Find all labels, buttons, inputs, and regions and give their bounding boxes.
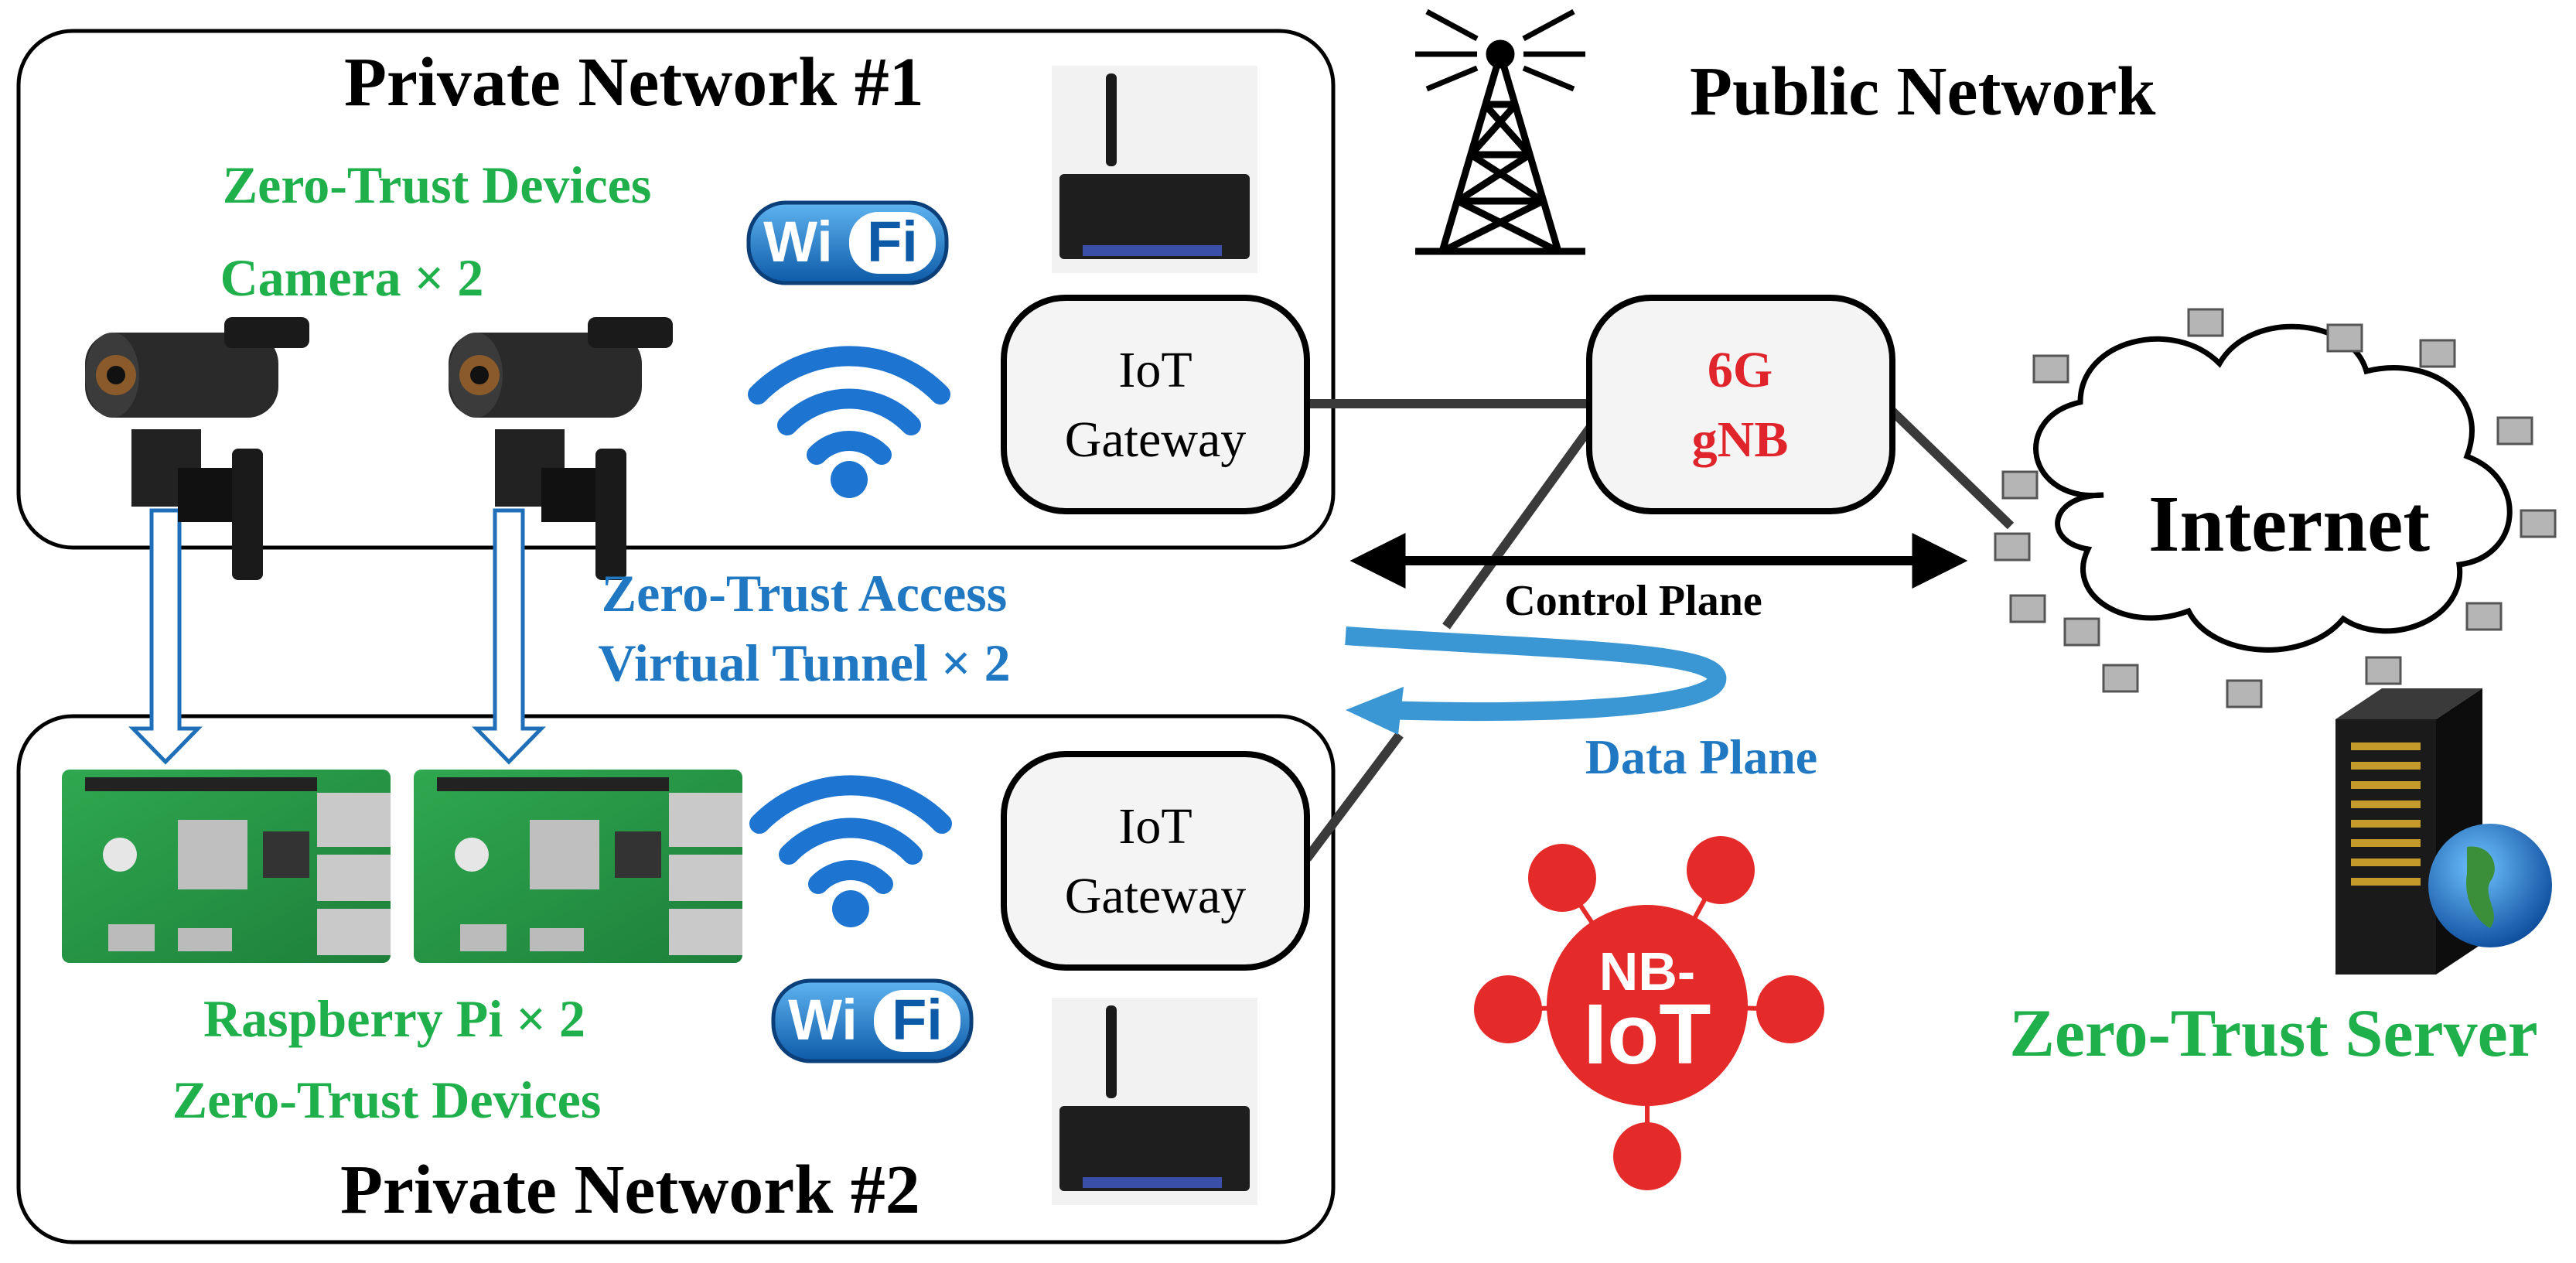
pn1-devices-heading: Zero-Trust Devices: [223, 155, 652, 214]
gateway-1-line1: IoT: [1118, 342, 1192, 398]
wifi-signal-icon: [748, 346, 950, 498]
control-plane-label: Control Plane: [1504, 577, 1762, 625]
router-icon: [1052, 998, 1257, 1205]
gnb-to-gateway2-link-lower: [1303, 732, 1404, 862]
data-plane-label: Data Plane: [1585, 729, 1817, 784]
gnb-box: [1586, 295, 1895, 514]
wifi-badge-icon: [746, 200, 949, 285]
raspberry-pi-board-icon: [414, 770, 742, 963]
wifi-badge-1-fi: Fi: [867, 210, 918, 274]
data-plane-arrowhead: [1346, 687, 1404, 735]
private-network-2-title: Private Network #2: [340, 1152, 920, 1228]
gnb-line2: gNB: [1692, 411, 1789, 468]
gateway-1-line2: Gateway: [1065, 411, 1247, 468]
gnb-line1: 6G: [1708, 342, 1772, 398]
pn2-devices-heading: Zero-Trust Devices: [172, 1070, 602, 1129]
router-icon: [1052, 66, 1257, 273]
tunnel-line1: Zero-Trust Access: [602, 564, 1007, 623]
nbiot-line1: NB-: [1599, 941, 1695, 1002]
nbiot-line2: IoT: [1584, 987, 1711, 1082]
data-plane-arrow: [1345, 626, 1727, 722]
tunnel-arrow-2: [472, 508, 546, 765]
zero-trust-server-label: Zero-Trust Server: [2009, 996, 2537, 1071]
gateway-2-line2: Gateway: [1065, 868, 1247, 924]
public-network-title: Public Network: [1690, 53, 2155, 130]
internet-label: Internet: [2148, 480, 2430, 568]
private-network-1-title: Private Network #1: [344, 44, 924, 121]
cloud-network-icon: [1994, 308, 2557, 708]
tunnel-line2: Virtual Tunnel × 2: [598, 633, 1010, 692]
pn1-devices-count: Camera × 2: [220, 248, 484, 307]
wifi-signal-icon: [749, 775, 952, 927]
iot-gateway-1-box: [1001, 295, 1310, 514]
wifi-badge-2-fi: Fi: [892, 988, 943, 1052]
wifi-badge-2-wi: Wi: [788, 988, 858, 1052]
cell-tower-icon: [1415, 9, 1585, 255]
gnb-to-internet-link: [1883, 402, 2015, 530]
nb-iot-hub-icon: [1474, 836, 1824, 1190]
iot-gateway-2-box: [1001, 751, 1310, 971]
server-globe-icon: [2335, 688, 2552, 975]
wifi-badge-icon: [771, 978, 974, 1063]
camera-icon: [449, 317, 673, 580]
wifi-badge-1-wi: Wi: [763, 210, 833, 274]
tunnel-arrow-1: [128, 508, 203, 765]
gnb-to-gateway2-link: [1442, 399, 1612, 630]
raspberry-pi-board-icon: [62, 770, 391, 963]
camera-icon: [85, 317, 309, 580]
gateway-2-line1: IoT: [1118, 798, 1192, 855]
pn2-devices-count: Raspberry Pi × 2: [203, 989, 585, 1048]
